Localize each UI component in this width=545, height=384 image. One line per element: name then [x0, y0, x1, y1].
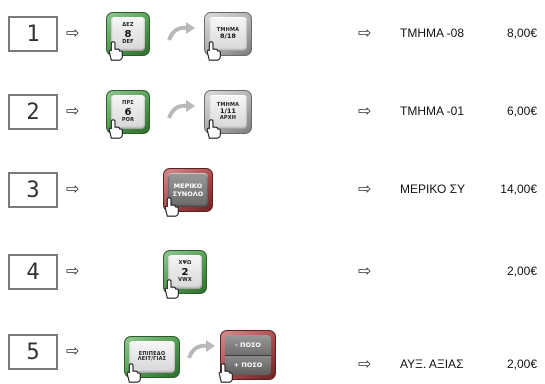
- key-main-label: 1/11: [220, 107, 236, 116]
- result-label: ΜΕΡΙΚΟ ΣΥ: [400, 182, 466, 196]
- result-amount: 2,00€: [506, 357, 537, 371]
- key-bottom-label: VWX: [178, 276, 192, 283]
- step-number-box: 3: [8, 172, 58, 208]
- result-arrow-icon: ⇨: [358, 101, 372, 120]
- key-face: ΜΕΡΙΚΟ ΣΥΝΟΛΟ: [168, 173, 208, 207]
- key-top-label: ΠΡΣ: [122, 100, 134, 106]
- key-bottom-label: DEF: [122, 38, 134, 45]
- step-row-2: 2 ⇨ ΠΡΣ 6 POR ΤΜΗΜΑ 1/11 ΑΡΧΗ ⇨ ΤΜΗΜΑ -0…: [0, 90, 545, 139]
- key-main-label: + ΠΟΣΟ: [233, 361, 263, 370]
- key-face: ΔΕΖ 8 DEF: [111, 17, 145, 51]
- key-top-label: ΜΕΡΙΚΟ: [173, 181, 203, 190]
- pointing-hand-icon: [218, 363, 233, 383]
- step-arrow-icon: ⇨: [66, 261, 80, 280]
- step-arrow-icon: ⇨: [66, 179, 80, 198]
- key-main-label: 6: [124, 106, 132, 118]
- key-bottom-label: POR: [121, 116, 135, 123]
- pointing-hand-icon: [206, 119, 221, 139]
- result-arrow-icon: ⇨: [358, 261, 372, 280]
- pointing-hand-icon: [126, 363, 141, 383]
- key-top-label: ΤΜΗΜΑ: [216, 101, 240, 108]
- result-arrow-icon: ⇨: [358, 179, 372, 198]
- step-row-5: 5 ⇨ ΕΠΙΠΕΔΟ ΛΕΙΤ/ΓΙΑΣ - ΠΟΣΟ + ΠΟΣΟ ⇨ ΑΥ…: [0, 330, 545, 383]
- key-face: ΕΠΙΠΕΔΟ ΛΕΙΤ/ΓΙΑΣ: [129, 341, 175, 373]
- key-department-1-11[interactable]: ΤΜΗΜΑ 1/11 ΑΡΧΗ: [204, 90, 252, 134]
- key-2-vwx[interactable]: ΧΨΩ 2 VWX: [163, 250, 207, 294]
- curved-arrow-icon: [167, 100, 195, 119]
- step-arrow-icon: ⇨: [66, 101, 80, 120]
- key-main-label: ΛΕΙΤ/ΓΙΑΣ: [137, 356, 167, 362]
- result-label: ΤΜΗΜΑ -01: [400, 104, 465, 118]
- result-amount: 2,00€: [506, 264, 537, 278]
- key-top-label: - ΠΟΣΟ: [235, 340, 261, 349]
- step-number-box: 4: [8, 254, 58, 290]
- result-label: ΑΥΞ. ΑΞΙΑΣ: [400, 357, 464, 371]
- key-main-label: ΣΥΝΟΛΟ: [172, 190, 204, 198]
- key-main-label: 2: [181, 266, 189, 278]
- key-department-8-18[interactable]: ΤΜΗΜΑ 8/18: [204, 12, 252, 56]
- step-number-box: 2: [8, 94, 58, 130]
- pointing-hand-icon: [206, 41, 221, 61]
- result-amount: 14,00€: [500, 182, 537, 196]
- key-top-label: ΔΕΖ: [122, 22, 134, 28]
- step-arrow-icon: ⇨: [66, 23, 80, 42]
- pointing-hand-icon: [108, 119, 123, 139]
- step-row-3: 3 ⇨ ΜΕΡΙΚΟ ΣΥΝΟΛΟ ⇨ ΜΕΡΙΚΟ ΣΥ 14,00€: [0, 168, 545, 217]
- key-bottom-label: ΑΡΧΗ: [219, 114, 237, 121]
- key-face: ΤΜΗΜΑ 1/11 ΑΡΧΗ: [209, 95, 247, 129]
- key-face: ΠΡΣ 6 POR: [111, 95, 145, 129]
- result-amount: 8,00€: [506, 26, 537, 40]
- curved-arrow-icon: [187, 340, 215, 359]
- key-6-por[interactable]: ΠΡΣ 6 POR: [106, 90, 150, 134]
- result-label: ΤΜΗΜΑ -08: [400, 26, 465, 40]
- step-row-1: 1 ⇨ ΔΕΖ 8 DEF ΤΜΗΜΑ 8/18 ⇨ ΤΜΗΜΑ -08 8,0…: [0, 12, 545, 61]
- key-face: - ΠΟΣΟ + ΠΟΣΟ: [225, 335, 271, 375]
- key-top-label: ΤΜΗΜΑ: [216, 26, 240, 33]
- pointing-hand-icon: [108, 41, 123, 61]
- key-plus-amount[interactable]: + ΠΟΣΟ: [225, 355, 271, 375]
- key-service-level[interactable]: ΕΠΙΠΕΔΟ ΛΕΙΤ/ΓΙΑΣ: [124, 336, 180, 378]
- key-main-label: 8/18: [220, 32, 236, 41]
- step-row-4: 4 ⇨ ΧΨΩ 2 VWX ⇨ 2,00€: [0, 250, 545, 299]
- key-minus-amount[interactable]: - ΠΟΣΟ: [225, 335, 271, 356]
- result-arrow-icon: ⇨: [358, 23, 372, 42]
- key-main-label: 8: [124, 28, 132, 40]
- key-top-label: ΧΨΩ: [178, 260, 192, 266]
- step-arrow-icon: ⇨: [66, 341, 80, 360]
- step-number-box: 1: [8, 16, 58, 52]
- key-face: ΧΨΩ 2 VWX: [168, 255, 202, 289]
- step-number-box: 5: [8, 334, 58, 370]
- pointing-hand-icon: [164, 279, 179, 299]
- result-amount: 6,00€: [506, 104, 537, 118]
- result-arrow-icon: ⇨: [358, 354, 372, 373]
- pointing-hand-icon: [164, 197, 179, 217]
- key-face: ΤΜΗΜΑ 8/18: [209, 17, 247, 51]
- key-subtotal[interactable]: ΜΕΡΙΚΟ ΣΥΝΟΛΟ: [163, 168, 213, 212]
- key-top-label: ΕΠΙΠΕΔΟ: [138, 350, 166, 357]
- curved-arrow-icon: [167, 22, 195, 41]
